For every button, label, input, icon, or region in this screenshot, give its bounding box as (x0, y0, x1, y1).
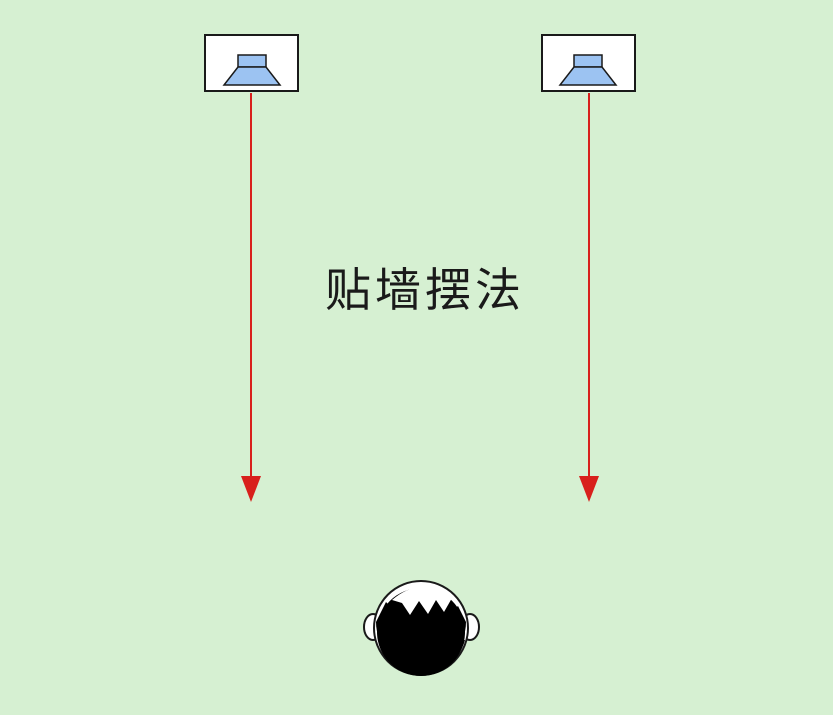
left-speaker-icon (204, 34, 299, 92)
left-sound-arrow (241, 93, 261, 502)
right-speaker-icon (541, 34, 636, 92)
diagram-caption: 贴墙摆法 (325, 263, 525, 317)
right-sound-arrow (579, 93, 599, 502)
listener-head-icon (363, 580, 480, 676)
